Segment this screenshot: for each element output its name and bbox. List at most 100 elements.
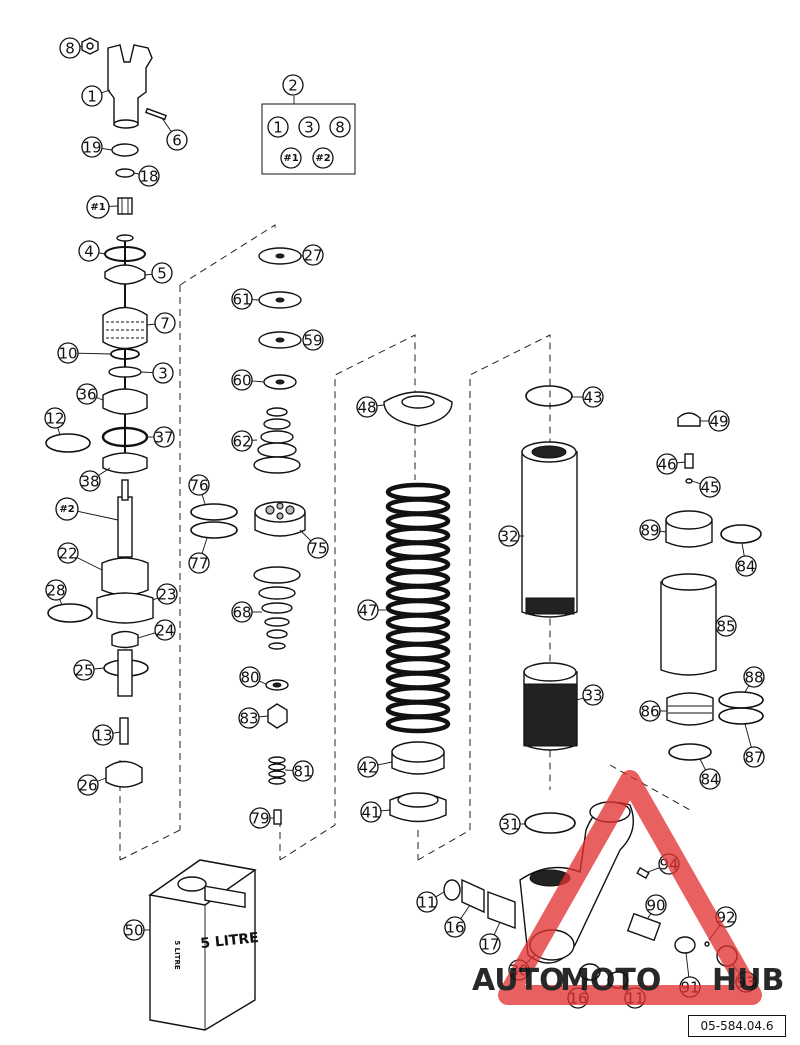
watermark-triangle [498, 770, 762, 1005]
kit-item-2-text: 8 [335, 119, 345, 137]
callout-c27: 27 [302, 244, 324, 266]
leader-line-c19 [101, 148, 113, 151]
callout-c8-text: 8 [65, 40, 75, 58]
part-62-shims [253, 407, 301, 474]
part-8-nut [81, 37, 99, 55]
spring-coil [385, 511, 451, 531]
leader-line-c33 [576, 697, 584, 701]
leader-line-c12 [57, 427, 61, 436]
callout-c32-text: 32 [499, 528, 518, 546]
callout-c27-text: 27 [303, 247, 322, 265]
part-88-87-rings [718, 691, 764, 725]
shim-stack-upper [258, 247, 302, 390]
part-5-clip [104, 264, 146, 285]
callout-c83: 83 [238, 707, 260, 729]
part-19-ring [111, 143, 139, 157]
spring-coil [385, 613, 451, 632]
callout-c2-text: 2 [288, 77, 298, 95]
callout-c3: 3 [152, 362, 174, 384]
kit-item-0-circle [267, 116, 289, 138]
callout-c23-circle [156, 583, 178, 605]
leader-line-c84b [699, 758, 706, 771]
part-26-cap [105, 760, 143, 788]
callout-c10-text: 10 [58, 345, 77, 363]
part-33-thread-sleeve [523, 662, 578, 751]
leader-line-c16a [460, 904, 471, 919]
callout-c90: 90 [645, 894, 667, 916]
callout-c83-text: 83 [239, 710, 258, 728]
callout-c48-text: 48 [357, 399, 376, 417]
callout-c83-circle [238, 707, 260, 729]
callout-c79: 79 [249, 807, 271, 829]
callout-c42-text: 42 [358, 759, 377, 777]
part-24-guide [111, 630, 139, 649]
callout-h2: #2 [55, 497, 79, 521]
callout-c45: 45 [699, 476, 721, 498]
callout-c5-text: 5 [157, 265, 167, 283]
callout-c87: 87 [743, 746, 765, 768]
callout-c37: 37 [153, 426, 175, 448]
callout-c49: 49 [708, 410, 730, 432]
callout-c50-circle [123, 919, 145, 941]
callout-c26-circle [77, 774, 99, 796]
callout-c47-circle [357, 599, 379, 621]
callout-c61: 61 [231, 288, 253, 310]
callout-c42: 42 [357, 756, 379, 778]
callout-c2: 2 [282, 74, 304, 96]
part-13-valve [119, 717, 129, 745]
callout-c26-text: 26 [78, 777, 97, 795]
callout-c84b-circle [699, 768, 721, 790]
callout-c90-circle [645, 894, 667, 916]
watermark: AUTO MOTO HUB [472, 770, 784, 1005]
callout-c7: 7 [154, 312, 176, 334]
callout-c76-text: 76 [189, 477, 208, 495]
leader-line-c77 [201, 537, 208, 554]
callout-c28-circle [45, 579, 67, 601]
kit-item-1: 3 [298, 116, 320, 138]
part-1-clevis [107, 44, 153, 129]
callout-c84a: 84 [735, 555, 757, 577]
leader-line-c89 [659, 530, 667, 533]
callout-c25-circle [73, 659, 95, 681]
callout-c10: 10 [57, 342, 79, 364]
callout-c59-circle [302, 329, 324, 351]
callout-c33-text: 33 [583, 687, 602, 705]
part-75-piston [254, 501, 306, 537]
callout-c22-circle [57, 542, 79, 564]
kit-hash-item-1: #2 [312, 147, 334, 169]
callout-c24-text: 24 [155, 622, 174, 640]
callout-c12: 12 [44, 407, 66, 429]
callout-c80: 80 [239, 666, 261, 688]
leader-line-c80 [258, 680, 267, 685]
callout-c17-circle [479, 933, 501, 955]
part-45-oring [685, 478, 693, 484]
callout-c76: 76 [188, 474, 210, 496]
callout-c46-circle [656, 453, 678, 475]
callout-c75: 75 [307, 537, 329, 559]
part-89-reservoir-cap [665, 510, 713, 548]
part-18-ring [115, 168, 135, 178]
callout-c84b-text: 84 [700, 771, 719, 789]
callout-c89-text: 89 [640, 522, 659, 540]
callout-c43-text: 43 [583, 389, 602, 407]
leader-line-c46 [676, 461, 686, 464]
part-79-screw [273, 809, 282, 825]
callout-c5: 5 [151, 262, 173, 284]
callout-c38: 38 [79, 470, 101, 492]
kit-hash-item-0-circle [280, 147, 302, 169]
callout-c80-circle [239, 666, 261, 688]
callout-c16a-text: 16 [445, 919, 464, 937]
callout-c48: 48 [356, 396, 378, 418]
callout-h2-text: #2 [59, 504, 74, 515]
callout-c36: 36 [76, 383, 98, 405]
kit-item-2: 8 [329, 116, 351, 138]
callout-c32: 32 [498, 525, 520, 547]
leader-line-c90 [647, 913, 652, 919]
callout-c47: 47 [357, 599, 379, 621]
callout-c76-circle [188, 474, 210, 496]
part-43-circlip [525, 385, 573, 407]
leader-line-c17 [493, 921, 501, 936]
leader-line-c83 [258, 715, 269, 718]
kit-item-0-text: 1 [273, 119, 283, 137]
